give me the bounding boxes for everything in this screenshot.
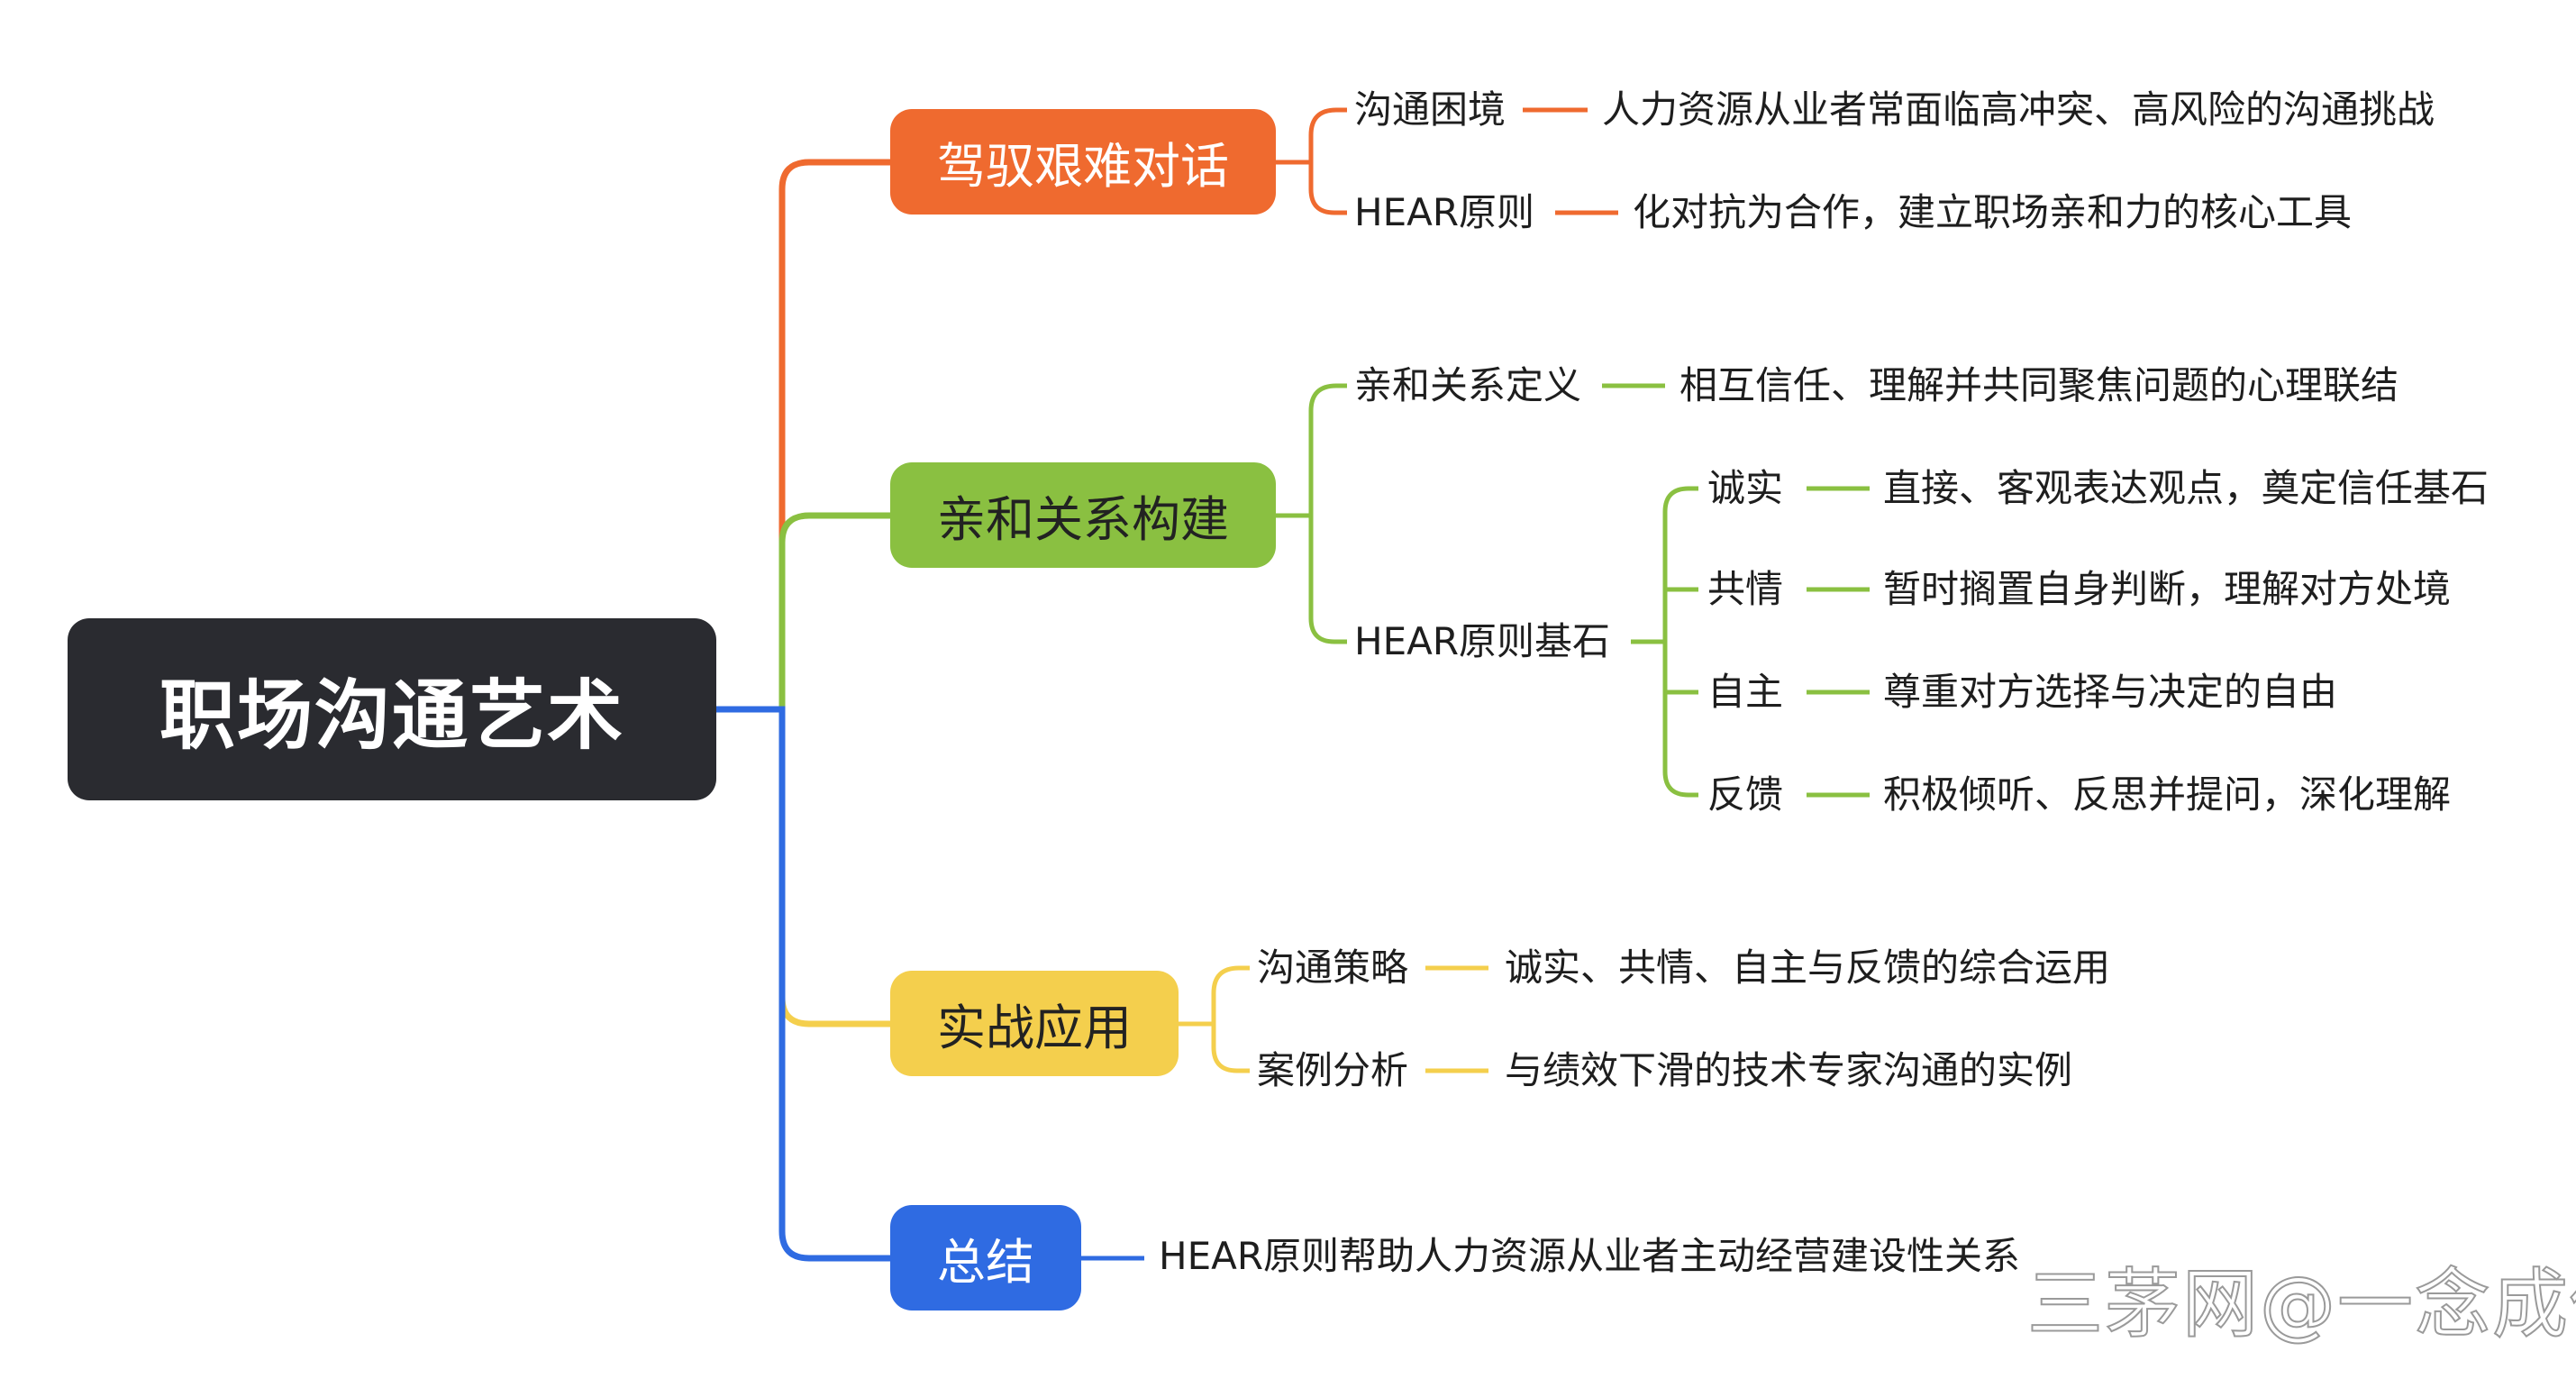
node-feedback[interactable]: 反馈: [1707, 772, 1784, 817]
node-empathy-detail[interactable]: 暂时搁置自身判断，理解对方处境: [1883, 567, 2452, 611]
node-autonomy-detail[interactable]: 尊重对方选择与决定的自由: [1883, 670, 2338, 714]
link-b2-sub: [1631, 486, 1698, 798]
link-root-b2: [716, 512, 890, 713]
node-autonomy[interactable]: 自主: [1707, 670, 1784, 714]
node-feedback-detail[interactable]: 积极倾听、反思并提问，深化理解: [1883, 772, 2452, 817]
branch-node-practical-application[interactable]: 实战应用: [890, 971, 1179, 1076]
node-communication-strategy[interactable]: 沟通策略: [1257, 945, 1409, 990]
node-case-analysis[interactable]: 案例分析: [1257, 1048, 1409, 1092]
node-hear-principle[interactable]: HEAR原则: [1354, 190, 1535, 234]
node-communication-dilemma-detail[interactable]: 人力资源从业者常面临高冲突、高风险的沟通挑战: [1602, 87, 2435, 132]
node-hear-principle-detail[interactable]: 化对抗为合作，建立职场亲和力的核心工具: [1633, 190, 2353, 234]
branch-node-difficult-conversations[interactable]: 驾驭艰难对话: [890, 109, 1276, 215]
node-summary-detail[interactable]: HEAR原则帮助人力资源从业者主动经营建设性关系: [1159, 1234, 2021, 1278]
node-honesty-detail[interactable]: 直接、客观表达观点，奠定信任基石: [1883, 466, 2490, 510]
root-node[interactable]: 职场沟通艺术: [68, 618, 716, 800]
branch-node-summary[interactable]: 总结: [890, 1205, 1081, 1311]
node-hear-foundations[interactable]: HEAR原则基石: [1354, 619, 1611, 663]
link-b2-items: [1276, 383, 1347, 644]
node-empathy[interactable]: 共情: [1707, 567, 1784, 611]
link-root-b1: [716, 159, 890, 713]
link-root-b3: [716, 706, 890, 1027]
link-b1-items: [1276, 107, 1347, 215]
link-root-b4: [716, 706, 890, 1262]
node-honesty[interactable]: 诚实: [1707, 466, 1784, 510]
branch-node-rapport-building[interactable]: 亲和关系构建: [890, 462, 1276, 568]
node-communication-strategy-detail[interactable]: 诚实、共情、自主与反馈的综合运用: [1505, 945, 2111, 990]
node-rapport-definition-detail[interactable]: 相互信任、理解并共同聚焦问题的心理联结: [1679, 363, 2399, 407]
node-rapport-definition[interactable]: 亲和关系定义: [1354, 363, 1582, 407]
node-communication-dilemma[interactable]: 沟通困境: [1354, 87, 1506, 132]
node-case-analysis-detail[interactable]: 与绩效下滑的技术专家沟通的实例: [1505, 1048, 2073, 1092]
link-b3-items: [1179, 965, 1250, 1073]
watermark: 三茅网@一念成佛: [2026, 1259, 2576, 1349]
